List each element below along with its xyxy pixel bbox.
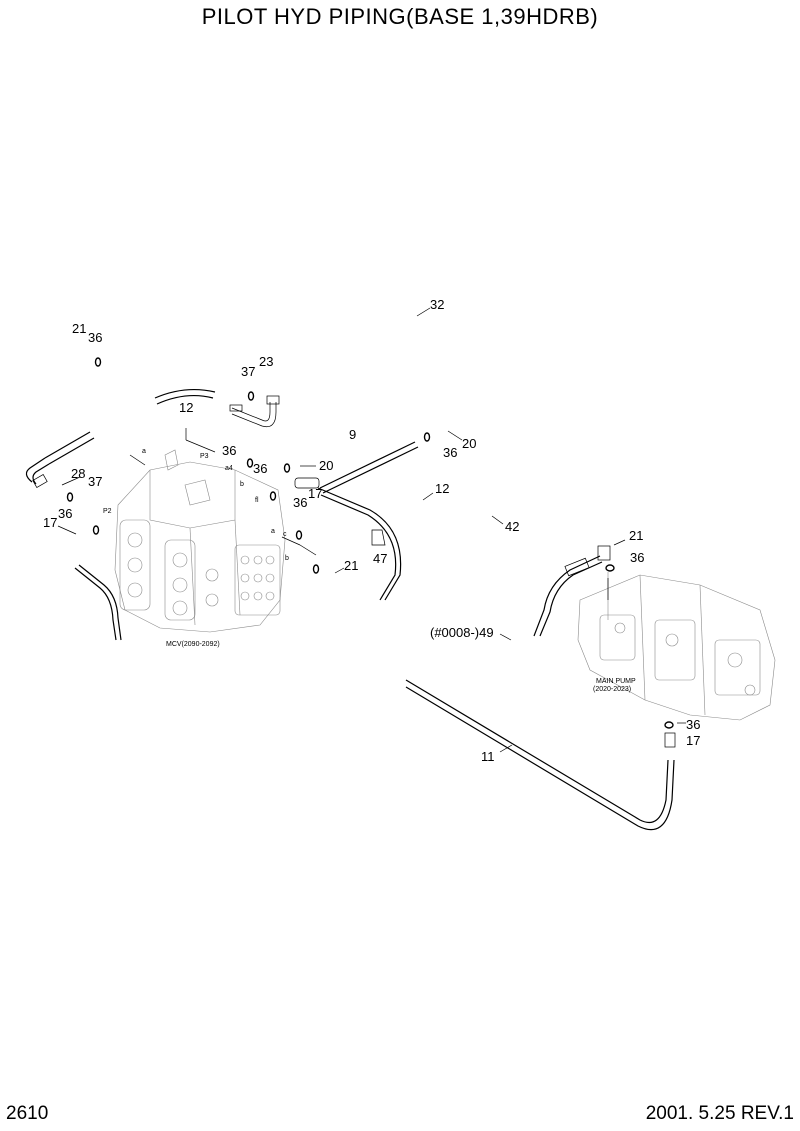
port-b-right: b	[285, 555, 289, 562]
port-c: c	[283, 531, 287, 538]
callout-37: 37	[88, 474, 102, 489]
callout-36: 36	[293, 495, 307, 510]
hose-lines	[25, 388, 676, 831]
callout-32: 32	[430, 297, 444, 312]
callout-21: 21	[344, 558, 358, 573]
callout-9: 9	[349, 427, 356, 442]
callout-37: 37	[241, 364, 255, 379]
callout-36: 36	[88, 330, 102, 345]
port-b: b	[240, 481, 244, 488]
port-p3: P3	[200, 453, 209, 460]
callout-21: 21	[629, 528, 643, 543]
port-p2: P2	[103, 508, 112, 515]
mcv-label: MCV(2090-2092)	[166, 641, 220, 648]
callout-12: 12	[179, 400, 193, 415]
callout-47: 47	[373, 551, 387, 566]
callout-49: (#0008-)49	[430, 625, 494, 640]
callout-36: 36	[630, 550, 644, 565]
main-pump-body	[577, 572, 776, 721]
callout-28: 28	[71, 466, 85, 481]
page-title: PILOT HYD PIPING(BASE 1,39HDRB)	[201, 4, 599, 29]
mcv-valve-body	[114, 449, 286, 633]
callout-23: 23	[259, 354, 273, 369]
leader-lines	[57, 307, 686, 753]
callout-12: 12	[435, 481, 449, 496]
callout-17: 17	[686, 733, 700, 748]
callout-36: 36	[686, 717, 700, 732]
callout-36: 36	[222, 443, 236, 458]
main-pump-code: (2020-2023)	[593, 686, 631, 693]
o-rings	[66, 357, 674, 729]
port-a-right: a	[271, 528, 275, 535]
callout-21: 21	[72, 321, 86, 336]
port-a: a	[142, 448, 146, 455]
page-number: 2610	[6, 1103, 49, 1124]
callout-20: 20	[319, 458, 333, 473]
callout-36: 36	[58, 506, 72, 521]
callout-42: 42	[505, 519, 519, 534]
port-fl: fl	[255, 497, 259, 504]
callout-17: 17	[308, 486, 322, 501]
port-a4: a4	[225, 465, 233, 472]
callout-11: 11	[481, 749, 495, 764]
main-pump-label: MAIN PUMP	[596, 678, 636, 685]
revision-date: 2001. 5.25 REV.1	[645, 1103, 794, 1124]
callout-36: 36	[253, 461, 267, 476]
callout-20: 20	[462, 436, 476, 451]
callout-36: 36	[443, 445, 457, 460]
callout-17: 17	[43, 515, 57, 530]
